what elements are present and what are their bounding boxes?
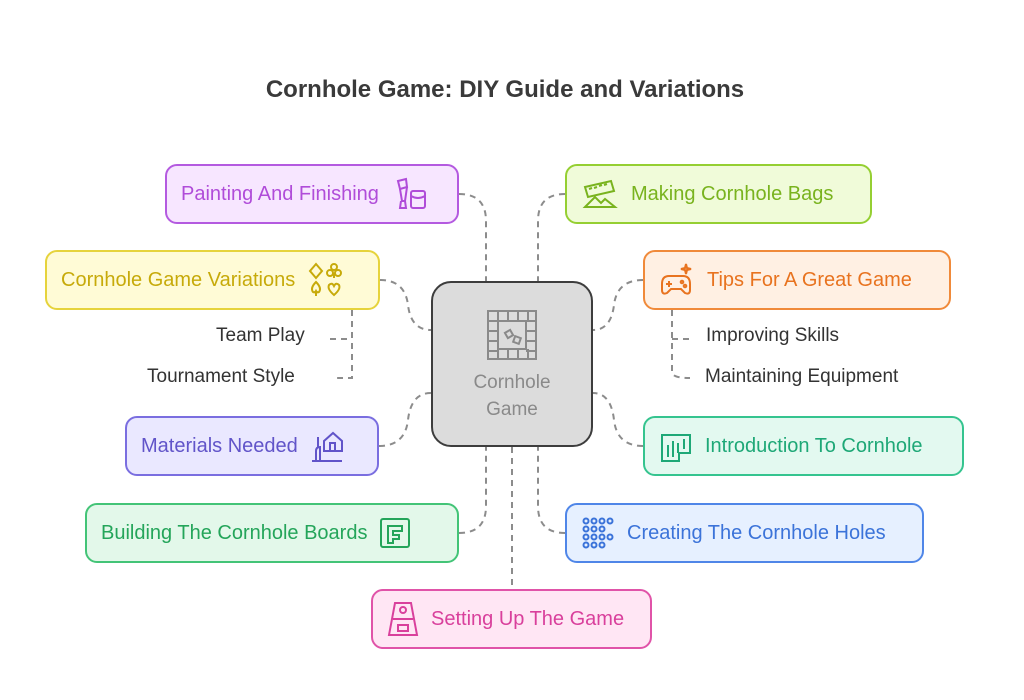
board-game-icon — [487, 310, 537, 360]
node-introduction-to-cornhole: Introduction To Cornhole — [643, 416, 964, 476]
center-label-line1: Cornhole — [473, 372, 551, 393]
card-suits-icon — [308, 262, 343, 297]
node-label: Introduction To Cornhole — [705, 434, 923, 457]
subitem-maintaining-equipment: Maintaining Equipment — [705, 366, 899, 387]
node-making-cornhole-bags: Making Cornhole Bags — [565, 164, 872, 224]
connector-intro — [592, 392, 644, 447]
node-label: Materials Needed — [141, 434, 298, 457]
node-cornhole-game-variations: Cornhole Game Variations — [45, 250, 380, 310]
connector-holes — [537, 447, 566, 534]
connector-variations — [379, 279, 432, 331]
node-tips-for-a-great-game: Tips For A Great Game — [643, 250, 951, 310]
center-label-line2: Game — [486, 399, 538, 420]
node-painting-and-finishing: Painting And Finishing — [165, 164, 459, 224]
bag-icon — [582, 179, 618, 208]
subitem-improving-skills: Improving Skills — [706, 325, 840, 346]
node-building-the-cornhole-boards: Building The Cornhole Boards — [85, 503, 459, 563]
connector-tips-sub — [671, 310, 691, 379]
node-label: Cornhole Game Variations — [61, 268, 296, 291]
dot-grid-icon — [582, 517, 614, 549]
connector-building — [458, 447, 487, 534]
board-frame-icon — [380, 518, 411, 548]
gamepad-icon — [661, 263, 692, 295]
node-label: Tips For A Great Game — [707, 268, 912, 291]
node-setting-up-the-game: Setting Up The Game — [371, 589, 652, 649]
diagram-title: Cornhole Game: DIY Guide and Variations — [265, 76, 745, 103]
chart-icon — [661, 434, 691, 462]
node-label: Creating The Cornhole Holes — [627, 521, 886, 544]
node-materials-needed: Materials Needed — [125, 416, 379, 476]
paint-brush-icon — [396, 177, 426, 209]
subitem-team-play: Team Play — [216, 325, 305, 346]
home-tools-icon — [311, 431, 343, 462]
cornhole-board-icon — [387, 602, 419, 636]
connector-materials — [378, 392, 432, 447]
subitem-tournament-style: Tournament Style — [147, 366, 295, 387]
node-label: Building The Cornhole Boards — [101, 521, 368, 544]
node-label: Making Cornhole Bags — [631, 182, 834, 205]
node-creating-the-cornhole-holes: Creating The Cornhole Holes — [565, 503, 924, 563]
connector-bags — [537, 193, 566, 281]
connector-team-play — [336, 310, 353, 380]
connector-tips — [592, 279, 644, 331]
center-node: Cornhole Game — [431, 281, 593, 447]
node-label: Painting And Finishing — [181, 182, 379, 205]
node-label: Setting Up The Game — [431, 607, 625, 630]
connector-painting — [458, 193, 487, 281]
